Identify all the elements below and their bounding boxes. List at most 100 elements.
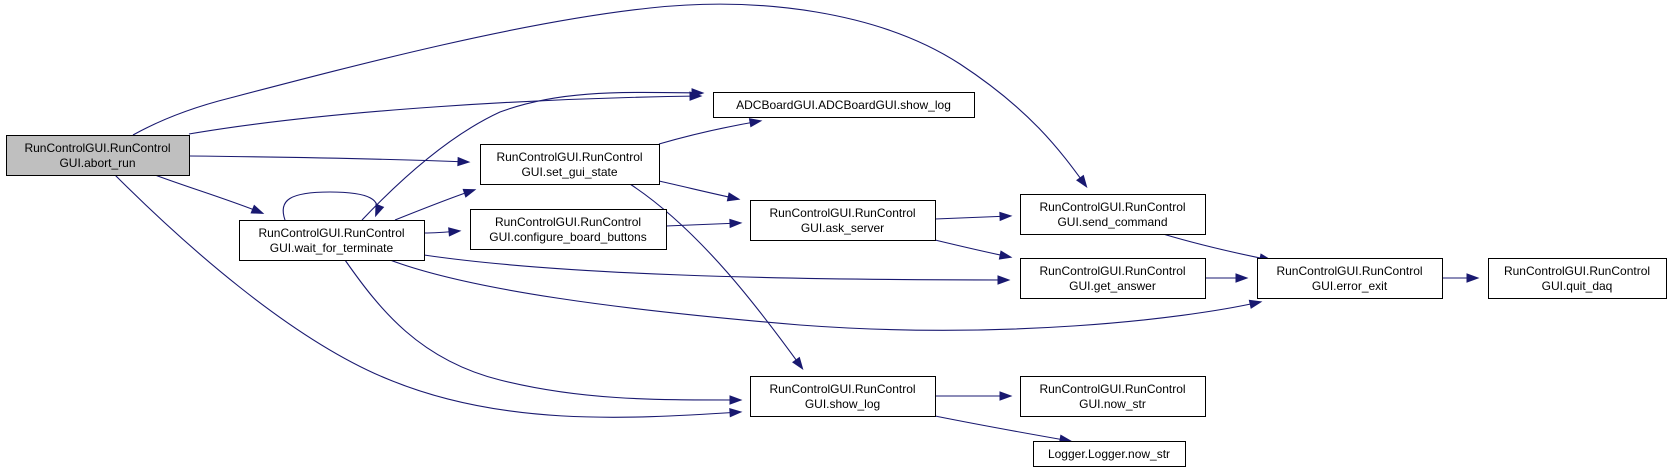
node-label-line: GUI.abort_run	[59, 156, 135, 170]
node-box[interactable]	[470, 209, 667, 250]
node-box[interactable]	[6, 135, 190, 176]
edge-ask-server-to-get-answer	[934, 239, 1013, 260]
edge-line	[665, 222, 741, 227]
edge-arrowhead	[729, 218, 743, 229]
edge-arrowhead	[1076, 174, 1088, 188]
node-wait-for-terminate[interactable]: RunControlGUI.RunControlGUI.wait_for_ter…	[239, 220, 425, 261]
node-label-line: RunControlGUI.RunControl	[769, 382, 915, 396]
edge-arrowhead	[691, 88, 705, 98]
node-configure-board-buttons[interactable]: RunControlGUI.RunControlGUI.configure_bo…	[470, 209, 667, 250]
node-box[interactable]	[750, 376, 936, 417]
edge-wait-for-terminate-to-get-answer	[423, 254, 1011, 285]
node-adc-show-log[interactable]: ADCBoardGUI.ADCBoardGUI.show_log	[713, 92, 975, 118]
edges-layer	[114, 3, 1480, 444]
node-label-line: GUI.error_exit	[1312, 279, 1388, 293]
edge-show-log-to-now-str	[934, 391, 1013, 401]
edge-line	[154, 174, 263, 214]
edge-arrowhead	[1248, 299, 1263, 309]
node-label-line: RunControlGUI.RunControl	[1039, 200, 1185, 214]
node-box[interactable]	[750, 200, 936, 241]
node-label-line: RunControlGUI.RunControl	[769, 206, 915, 220]
node-box[interactable]	[1488, 258, 1667, 299]
edge-arrowhead	[250, 204, 265, 214]
node-box[interactable]	[1020, 258, 1206, 299]
edge-show-log-to-logger-now-str	[934, 415, 1073, 444]
node-box[interactable]	[713, 92, 975, 118]
nodes-layer: RunControlGUI.RunControlGUI.abort_runADC…	[6, 92, 1667, 467]
edge-wait-for-terminate-to-adc-show-log	[361, 88, 705, 221]
node-ask-server[interactable]: RunControlGUI.RunControlGUI.ask_server	[750, 200, 936, 241]
edge-arrowhead	[729, 395, 743, 405]
node-label-line: RunControlGUI.RunControl	[1276, 264, 1422, 278]
edge-arrowhead	[997, 275, 1011, 285]
node-label-line: RunControlGUI.RunControl	[495, 215, 641, 229]
edge-abort-run-to-send-command	[132, 3, 1088, 188]
node-label-line: GUI.get_answer	[1069, 279, 1156, 293]
edge-configure-board-buttons-to-ask-server	[665, 218, 743, 229]
node-label-line: RunControlGUI.RunControl	[1504, 264, 1650, 278]
node-label-line: GUI.show_log	[805, 397, 880, 411]
node-quit-daq[interactable]: RunControlGUI.RunControlGUI.quit_daq	[1488, 258, 1667, 299]
edge-wait-for-terminate-to-configure-board-buttons	[423, 227, 462, 237]
node-label-line: GUI.now_str	[1079, 397, 1146, 411]
node-label-line: RunControlGUI.RunControl	[258, 226, 404, 240]
node-send-command[interactable]: RunControlGUI.RunControlGUI.send_command	[1020, 194, 1206, 235]
edge-ask-server-to-send-command	[934, 211, 1013, 222]
edge-arrowhead	[1466, 273, 1480, 283]
edge-line	[188, 95, 701, 135]
node-label-line: RunControlGUI.RunControl	[1039, 382, 1185, 396]
node-get-answer[interactable]: RunControlGUI.RunControlGUI.get_answer	[1020, 258, 1206, 299]
edge-set-gui-state-to-adc-show-log	[658, 118, 763, 145]
edge-line	[934, 239, 1011, 258]
edge-line	[114, 174, 741, 418]
edge-arrowhead	[726, 192, 741, 202]
edge-error-exit-to-quit-daq	[1442, 273, 1480, 283]
node-label-line: RunControlGUI.RunControl	[1039, 264, 1185, 278]
node-label-line: GUI.configure_board_buttons	[489, 230, 646, 244]
edge-abort-run-to-set-gui-state	[188, 155, 471, 167]
edge-arrowhead	[448, 227, 462, 237]
node-label-line: ADCBoardGUI.ADCBoardGUI.show_log	[736, 98, 951, 112]
node-logger-now-str[interactable]: Logger.Logger.now_str	[1033, 441, 1186, 467]
edge-line	[394, 189, 475, 221]
node-label-line: GUI.wait_for_terminate	[270, 241, 394, 255]
edge-arrowhead	[729, 407, 743, 418]
node-label-line: GUI.ask_server	[801, 221, 884, 235]
node-box[interactable]	[239, 220, 425, 261]
node-label-line: RunControlGUI.RunControl	[24, 141, 170, 155]
node-box[interactable]	[1033, 441, 1186, 467]
edge-line	[132, 3, 1087, 187]
edge-abort-run-to-show-log	[114, 174, 743, 418]
edge-wait-for-terminate-to-error-exit	[389, 259, 1263, 331]
node-now-str[interactable]: RunControlGUI.RunControlGUI.now_str	[1020, 376, 1206, 417]
node-label-line: GUI.quit_daq	[1542, 279, 1613, 293]
node-label-line: Logger.Logger.now_str	[1048, 447, 1170, 461]
edge-line	[658, 180, 739, 200]
node-label-line: GUI.set_gui_state	[521, 165, 617, 179]
edge-line	[344, 259, 741, 401]
edge-line	[629, 183, 803, 369]
node-set-gui-state[interactable]: RunControlGUI.RunControlGUI.set_gui_stat…	[480, 144, 660, 185]
node-box[interactable]	[480, 144, 660, 185]
edge-line	[1162, 233, 1271, 261]
node-abort-run[interactable]: RunControlGUI.RunControlGUI.abort_run	[6, 135, 190, 176]
edge-wait-for-terminate-to-show-log	[344, 259, 743, 405]
node-show-log[interactable]: RunControlGUI.RunControlGUI.show_log	[750, 376, 936, 417]
edge-arrowhead	[748, 118, 763, 128]
edge-set-gui-state-to-show-log	[629, 183, 804, 370]
edge-line	[423, 254, 1009, 281]
node-box[interactable]	[1020, 376, 1206, 417]
edge-abort-run-to-wait-for-terminate	[154, 174, 265, 214]
edge-arrowhead	[999, 391, 1013, 401]
edge-send-command-to-error-exit	[1162, 233, 1273, 263]
edge-wait-for-terminate-to-set-gui-state	[394, 188, 477, 221]
node-error-exit[interactable]: RunControlGUI.RunControlGUI.error_exit	[1257, 258, 1443, 299]
edge-line	[282, 191, 378, 221]
node-label-line: GUI.send_command	[1057, 215, 1167, 229]
edge-line	[934, 415, 1071, 442]
node-box[interactable]	[1020, 194, 1206, 235]
edge-get-answer-to-error-exit	[1205, 273, 1249, 283]
edge-arrowhead	[462, 188, 477, 198]
node-box[interactable]	[1257, 258, 1443, 299]
